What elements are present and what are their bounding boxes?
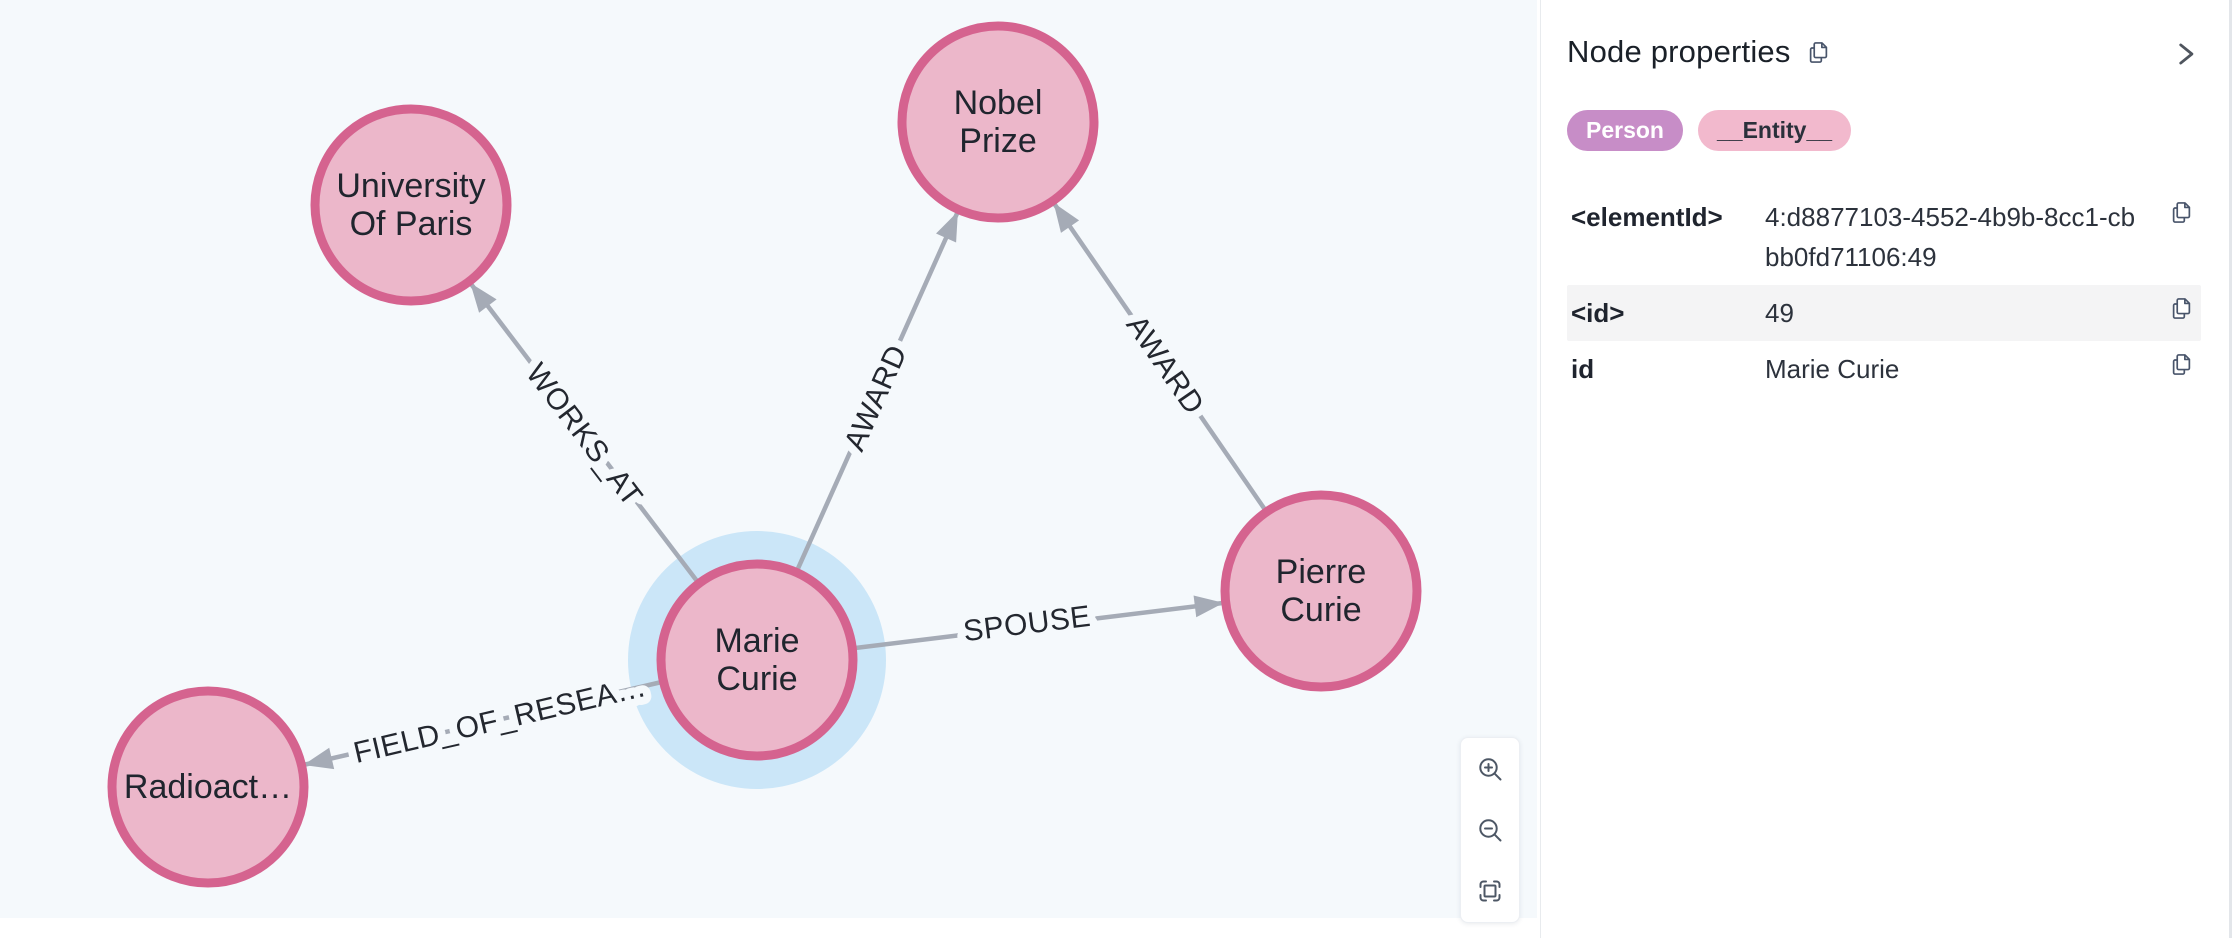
copy-property-button[interactable] (2168, 295, 2195, 322)
copy-icon (2172, 298, 2191, 319)
node-circle[interactable] (1220, 490, 1422, 692)
node-pierre-curie[interactable]: Pierre Curie (1220, 490, 1422, 692)
node-label: University (336, 167, 485, 205)
panel-title: Node properties (1567, 34, 1791, 69)
node-label: Pierre (1276, 553, 1367, 591)
edge-field-of-research[interactable] (303, 680, 661, 770)
node-properties-panel: Node properties Person __Entity__ <eleme… (1540, 0, 2232, 938)
node-circle[interactable] (310, 104, 512, 306)
node-label: Nobel (954, 84, 1043, 122)
node-circle[interactable] (107, 686, 309, 888)
copy-property-button[interactable] (2168, 199, 2195, 226)
property-value: Marie Curie (1765, 354, 1900, 384)
node-marie-curie[interactable]: Marie Curie (656, 559, 858, 761)
zoom-out-button[interactable] (1461, 800, 1519, 860)
property-key: <id> (1571, 298, 1625, 328)
fit-to-screen-icon (1479, 880, 1501, 902)
zoom-out-icon (1479, 819, 1502, 842)
zoom-toolbar (1460, 737, 1520, 923)
zoom-in-icon (1479, 757, 1502, 781)
edge-award-marie[interactable] (795, 211, 960, 570)
panel-header: Node properties (1567, 34, 2201, 70)
property-row-id: id Marie Curie (1567, 341, 2201, 397)
property-value: 49 (1765, 298, 1794, 328)
properties-table: <elementId> 4:d8877103-4552-4b9b-8cc1-cb… (1567, 189, 2201, 397)
node-circle[interactable] (656, 559, 858, 761)
node-circle[interactable] (897, 21, 1099, 223)
property-key: <elementId> (1571, 202, 1723, 232)
edges (303, 202, 1267, 770)
graph-canvas[interactable]: WORKS_AT AWARD AWARD SPOUSE FIELD_OF_RES… (0, 0, 1537, 918)
edge-award-pierre[interactable] (1052, 202, 1267, 510)
edge-label-field-of-research[interactable]: FIELD_OF_RESEA… (343, 662, 658, 778)
edge-spouse[interactable] (856, 595, 1224, 651)
chevron-right-icon (2179, 43, 2194, 65)
node-label: Curie (716, 660, 797, 698)
edge-label-award-pierre[interactable]: AWARD (1112, 302, 1219, 429)
edge-label-spouse[interactable]: SPOUSE (953, 592, 1100, 656)
property-key: id (1571, 354, 1595, 384)
node-radioactivity[interactable]: Radioact… (107, 686, 309, 888)
property-row-element-id: <elementId> 4:d8877103-4552-4b9b-8cc1-cb… (1567, 189, 2201, 285)
copy-icon (2172, 354, 2191, 375)
node-university-of-paris[interactable]: University Of Paris (310, 104, 512, 306)
node-label: Radioact… (124, 768, 292, 806)
copy-all-properties-button[interactable] (1805, 39, 1832, 66)
node-label: Prize (959, 122, 1036, 160)
node-label: Of Paris (350, 205, 473, 243)
fit-to-screen-button[interactable] (1461, 861, 1519, 921)
label-badge-person[interactable]: Person (1567, 110, 1683, 151)
collapse-panel-button[interactable] (2169, 38, 2201, 70)
edge-works-at[interactable] (469, 283, 699, 582)
property-value: 4:d8877103-4552-4b9b-8cc1-cbbb0fd71106:4… (1765, 202, 2136, 272)
node-label: Curie (1280, 591, 1361, 629)
edge-label-works-at[interactable]: WORKS_AT (511, 349, 656, 520)
node-label-badges: Person __Entity__ (1567, 110, 2201, 151)
copy-icon (1809, 41, 1827, 63)
zoom-in-button[interactable] (1461, 739, 1519, 799)
label-badge-entity[interactable]: __Entity__ (1697, 110, 1852, 151)
node-label: Marie (714, 622, 799, 660)
property-row-id-internal: <id> 49 (1567, 285, 2201, 341)
edge-label-award-marie[interactable]: AWARD (830, 332, 922, 464)
copy-icon (2172, 202, 2191, 223)
copy-property-button[interactable] (2168, 351, 2195, 378)
node-nobel-prize[interactable]: Nobel Prize (897, 21, 1099, 223)
